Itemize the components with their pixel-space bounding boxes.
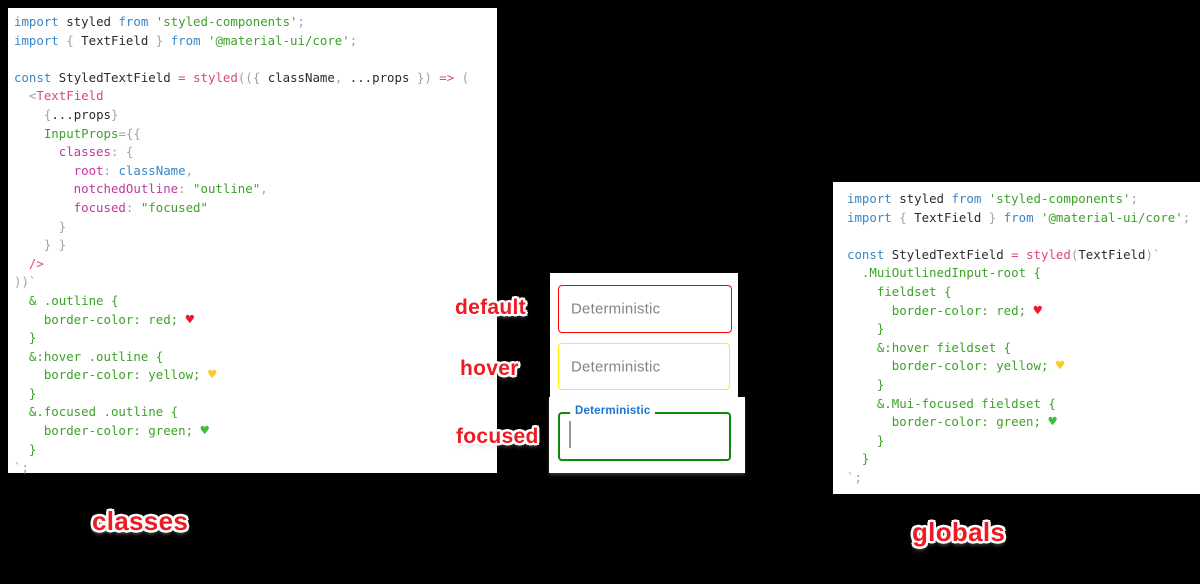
label-default: default: [455, 296, 526, 319]
code-line: InputProps={{: [14, 125, 141, 141]
code-line: const StyledTextField = styled(({ classN…: [14, 69, 470, 85]
code-line: import styled from 'styled-components';: [14, 14, 305, 29]
right-code: import styled from 'styled-components'; i…: [847, 190, 1200, 488]
code-line: }: [14, 218, 67, 234]
code-line: `;: [14, 460, 29, 476]
label-focused: focused: [456, 425, 539, 448]
code-line: border-color: yellow; ♥: [847, 358, 1065, 375]
textfield-hover[interactable]: Deterministic: [558, 343, 730, 390]
left-code: import styled from 'styled-components'; i…: [14, 13, 497, 478]
code-line: border-color: green; ♥: [847, 414, 1057, 431]
right-code-panel: import styled from 'styled-components'; i…: [833, 182, 1200, 494]
code-line: focused: "focused": [14, 199, 208, 215]
code-line: }: [847, 432, 885, 448]
code-line: }: [14, 441, 37, 457]
code-line: {...props}: [14, 106, 119, 122]
code-line: import { TextField } from '@material-ui/…: [14, 32, 358, 48]
code-line: import { TextField } from '@material-ui/…: [847, 209, 1191, 225]
textfield-default[interactable]: Deterministic: [558, 285, 732, 333]
code-line: }: [847, 376, 885, 392]
code-line: &.focused .outline {: [14, 404, 179, 420]
textfield-focused-label: Deterministic: [570, 405, 656, 417]
textfield-focused[interactable]: Deterministic: [558, 405, 731, 461]
code-line: }: [847, 451, 870, 467]
code-line: classes: {: [14, 144, 134, 160]
code-line: <TextField: [14, 88, 104, 104]
code-line: const StyledTextField = styled(TextField…: [847, 246, 1161, 262]
left-code-panel: import styled from 'styled-components'; i…: [8, 8, 497, 475]
code-line: `;: [847, 469, 862, 485]
code-line: [847, 227, 1200, 246]
code-line: notchedOutline: "outline",: [14, 181, 268, 197]
code-line: border-color: red; ♥: [14, 311, 195, 328]
code-line: border-color: green; ♥: [14, 423, 209, 440]
code-line: } }: [14, 237, 67, 253]
code-line: />: [14, 255, 44, 271]
label-classes: classes: [92, 506, 189, 536]
label-hover: hover: [460, 357, 519, 380]
label-globals: globals: [912, 517, 1006, 547]
textfield-default-placeholder: Deterministic: [571, 300, 661, 318]
code-line: }: [14, 385, 37, 401]
code-line: }: [847, 321, 885, 337]
code-line: &:hover fieldset {: [847, 339, 1012, 355]
code-line: border-color: red; ♥: [847, 302, 1042, 319]
text-cursor: [569, 421, 571, 448]
code-line: import styled from 'styled-components';: [847, 191, 1138, 206]
code-line: ))`: [14, 274, 37, 290]
textfield-hover-placeholder: Deterministic: [571, 358, 661, 375]
code-line: }: [14, 330, 37, 346]
code-line: fieldset {: [847, 283, 952, 299]
code-line: [14, 50, 497, 69]
code-line: root: className,: [14, 162, 194, 178]
code-line: border-color: yellow; ♥: [14, 367, 217, 384]
code-line: .MuiOutlinedInput-root {: [847, 265, 1041, 281]
code-line: &.Mui-focused fieldset {: [847, 395, 1056, 411]
code-line: & .outline {: [14, 292, 119, 308]
code-line: &:hover .outline {: [14, 348, 164, 364]
